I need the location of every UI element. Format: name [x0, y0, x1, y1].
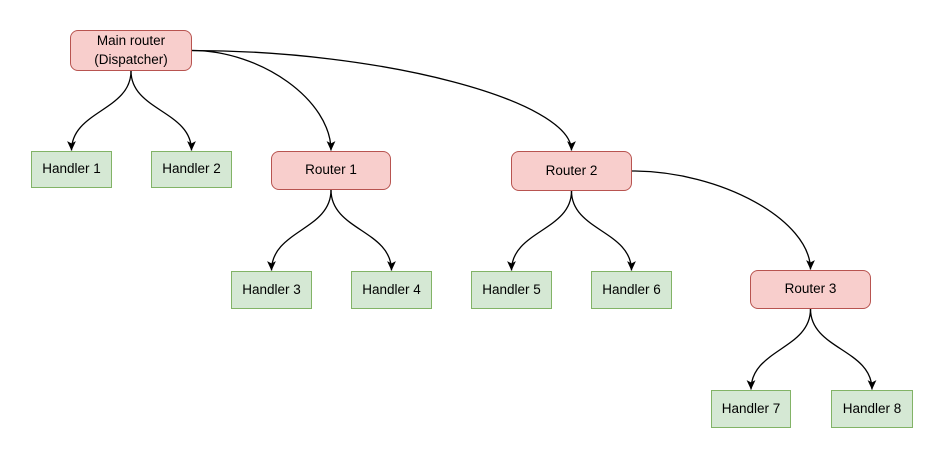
node-h2-handler: Handler 2 — [151, 151, 232, 188]
node-r3-router: Router 3 — [750, 270, 871, 309]
edge-r2-to-r3 — [631, 170, 815, 270]
edge-main-to-h1 — [67, 70, 132, 151]
edge-r2-to-h6 — [570, 190, 636, 271]
edge-r1-to-h4 — [330, 189, 396, 271]
edge-main-to-r2 — [191, 49, 576, 151]
edge-r3-to-h8 — [809, 308, 877, 390]
node-main-router: Main router (Dispatcher) — [70, 30, 192, 71]
node-h5-handler: Handler 5 — [471, 271, 552, 309]
node-h6-handler: Handler 6 — [591, 271, 672, 309]
edge-r2-to-h5 — [507, 190, 573, 271]
node-h4-handler: Handler 4 — [351, 271, 432, 309]
edge-r3-to-h7 — [746, 308, 812, 390]
edge-main-to-h2 — [130, 70, 196, 151]
node-r1-router: Router 1 — [271, 151, 391, 190]
node-h1-handler: Handler 1 — [31, 151, 112, 188]
node-h7-handler: Handler 7 — [711, 390, 791, 428]
edge-r1-to-h3 — [267, 189, 332, 271]
node-h8-handler: Handler 8 — [831, 390, 913, 428]
node-h3-handler: Handler 3 — [231, 271, 312, 309]
node-r2-router: Router 2 — [511, 151, 632, 191]
edge-main-to-r1 — [191, 49, 336, 151]
